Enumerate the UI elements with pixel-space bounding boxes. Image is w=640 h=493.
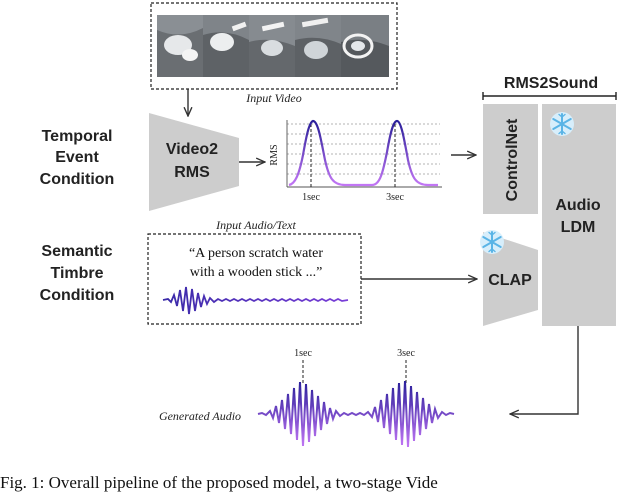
- controlnet-label: ControlNet: [504, 118, 521, 201]
- figure-caption: Fig. 1: Overall pipeline of the proposed…: [0, 473, 438, 492]
- generated-audio-label: Generated Audio: [159, 409, 241, 423]
- semantic-label-line-1: Semantic: [41, 243, 112, 260]
- audio-ldm-label-line-1: Audio: [555, 197, 601, 214]
- prompt-text-line-2: with a wooden stick ...”: [190, 265, 323, 280]
- input-video-frames: [150, 2, 398, 90]
- input-video-label: Input Video: [245, 91, 301, 105]
- controlnet-rect: [483, 104, 538, 214]
- clap-label: CLAP: [488, 272, 532, 289]
- video2rms-trapezoid: [149, 113, 239, 211]
- rms-peak-1-label: 1sec: [302, 192, 320, 203]
- video2rms-label-line-2: RMS: [174, 164, 210, 181]
- temporal-label-line-3: Condition: [40, 171, 115, 188]
- audio-ldm-label-line-2: LDM: [561, 219, 596, 236]
- semantic-label-line-3: Condition: [40, 287, 115, 304]
- video-frame-3: [249, 15, 295, 77]
- input-audio-text-box: “A person scratch water with a wooden st…: [147, 233, 362, 325]
- semantic-timbre-condition-label: Semantic Timbre Condition: [40, 243, 115, 304]
- rms2sound-header: RMS2Sound: [482, 75, 617, 100]
- clap-trapezoid: [483, 232, 538, 326]
- video-frame-5: [341, 15, 389, 77]
- rms-gridlines: [287, 123, 440, 175]
- temporal-event-condition-label: Temporal Event Condition: [40, 128, 115, 188]
- rms-curve: [288, 119, 438, 187]
- video-frame-2: [203, 15, 249, 77]
- video2rms-block: Video2 RMS: [149, 113, 239, 211]
- video2rms-label-line-1: Video2: [166, 141, 218, 158]
- rms-plot: RMS 1sec 3sec: [269, 119, 442, 203]
- audio-ldm-rect: [542, 104, 616, 326]
- clap-frozen-snowflake-icon: [479, 229, 505, 255]
- rms-peak-2-label: 3sec: [386, 192, 404, 203]
- controlnet-block: ControlNet: [483, 104, 538, 214]
- generated-peak-1-label: 1sec: [294, 348, 312, 359]
- generated-peak-2-label: 3sec: [397, 348, 415, 359]
- rms-ylabel: RMS: [269, 144, 280, 165]
- video-frame-4: [295, 15, 341, 77]
- temporal-label-line-2: Event: [55, 149, 99, 166]
- generated-waveform: [257, 380, 455, 448]
- audio-ldm-block: Audio LDM: [542, 104, 616, 326]
- clap-block: CLAP: [479, 229, 538, 326]
- audio-ldm-frozen-snowflake-icon: [549, 111, 575, 137]
- temporal-label-line-1: Temporal: [42, 128, 113, 145]
- generated-audio: Generated Audio 1sec 3sec: [159, 348, 455, 448]
- rms2sound-label: RMS2Sound: [504, 75, 598, 92]
- ldm-to-output-arrow: [510, 326, 579, 414]
- input-audio-text-label: Input Audio/Text: [215, 218, 296, 232]
- semantic-label-line-2: Timbre: [50, 265, 103, 282]
- input-audio-waveform: [162, 286, 349, 315]
- video-frame-1: [157, 15, 203, 77]
- prompt-text-line-1: “A person scratch water: [189, 246, 323, 261]
